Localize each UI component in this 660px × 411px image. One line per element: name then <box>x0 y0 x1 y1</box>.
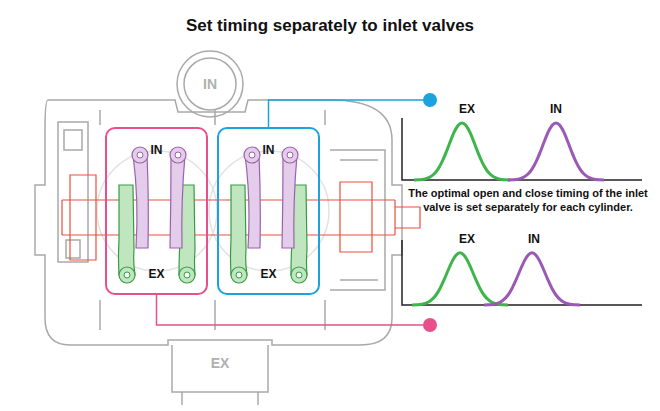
exhaust-rocker-pad <box>179 267 195 283</box>
inlet-rocker-pad <box>244 147 260 163</box>
head-stud-row <box>100 110 325 330</box>
inlet-rocker-pad <box>170 147 186 163</box>
valve-label: IN <box>249 143 289 157</box>
exhaust-rocker-pad <box>119 267 135 283</box>
inlet-port <box>177 51 243 117</box>
inlet-rocker-arm <box>170 155 185 248</box>
connector-dot <box>423 318 437 332</box>
timing-chart: EX IN <box>398 232 648 325</box>
valve-lift-curve <box>414 123 510 180</box>
curve-label: IN <box>514 232 554 246</box>
camshaft-flange <box>70 175 372 260</box>
cylinder-box: IN EX <box>105 127 208 295</box>
exhaust-rocker-hole <box>236 272 242 278</box>
leader-connector <box>269 100 431 127</box>
curve-label: IN <box>536 102 576 116</box>
leader-connector <box>157 295 431 325</box>
right-fitting <box>330 150 385 290</box>
inlet-rocker-pad <box>282 147 298 163</box>
bore <box>209 151 329 271</box>
note-text: The optimal open and close timing of the… <box>402 186 654 215</box>
valve-lift-curve <box>412 253 508 305</box>
valve-lift-curve <box>508 123 604 180</box>
exhaust-rocker-hole <box>296 272 302 278</box>
exhaust-rocker-pad <box>291 267 307 283</box>
inlet-rocker-pad <box>132 147 148 163</box>
bore <box>97 151 217 271</box>
inlet-port-inner <box>184 58 236 110</box>
graph-axes <box>402 118 642 180</box>
valve-lift-curve <box>484 253 580 305</box>
inlet-rocker-arm <box>282 155 297 248</box>
diagram-title: Set timing separately to inlet valves <box>0 16 660 36</box>
exhaust-rocker-pad <box>231 267 247 283</box>
curve-label: EX <box>447 232 487 246</box>
exhaust-rocker-hole <box>124 272 130 278</box>
port-label: EX <box>200 354 240 372</box>
inlet-rocker-arm <box>133 155 148 248</box>
exhaust-rocker-arm <box>231 185 248 275</box>
camshaft <box>62 200 395 235</box>
exhaust-rocker-arm <box>119 185 136 275</box>
exhaust-port <box>172 345 268 405</box>
cylinder-head-outline <box>35 100 402 345</box>
connector-dot <box>423 93 437 107</box>
valve-label: IN <box>137 143 177 157</box>
side-fitting <box>58 122 88 262</box>
camshaft-end <box>395 207 420 228</box>
exhaust-rocker-hole <box>184 272 190 278</box>
inlet-rocker-hole <box>175 152 181 158</box>
timing-graph <box>398 232 648 325</box>
inlet-rocker-arm <box>245 155 260 248</box>
valve-label: EX <box>137 267 177 281</box>
cylinder-box: IN EX <box>217 127 320 295</box>
inlet-rocker-hole <box>137 152 143 158</box>
curve-label: EX <box>447 102 487 116</box>
timing-chart: EX IN <box>398 100 648 185</box>
port-label: IN <box>190 75 230 93</box>
inlet-rocker-hole <box>287 152 293 158</box>
timing-graph <box>398 100 648 185</box>
inlet-rocker-hole <box>249 152 255 158</box>
valve-label: EX <box>249 267 289 281</box>
graph-axes <box>402 240 642 305</box>
